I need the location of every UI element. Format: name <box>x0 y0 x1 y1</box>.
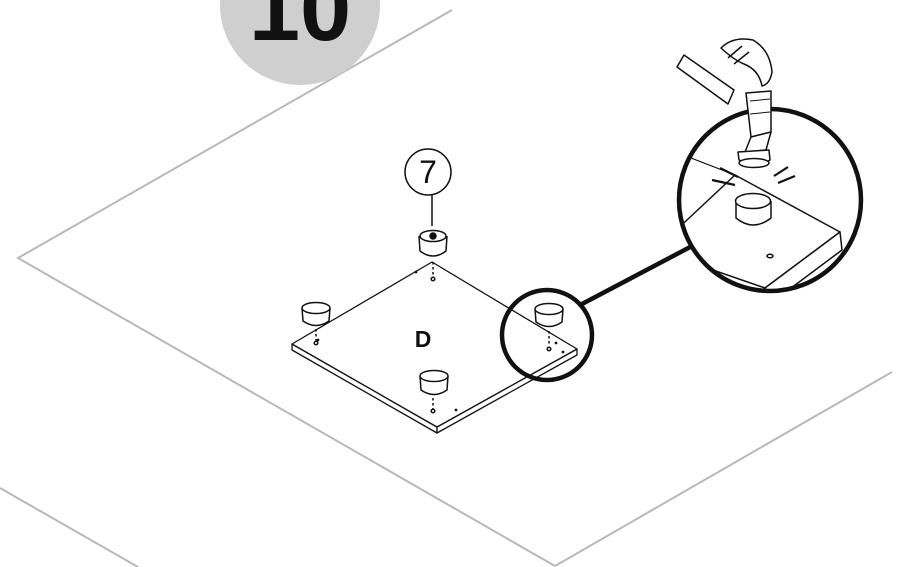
step-number-badge: 10 <box>220 0 380 85</box>
floor-outline <box>0 9 893 567</box>
bumper-foot-icon <box>419 369 449 414</box>
part-callout: 7 <box>404 148 452 226</box>
part-number: 7 <box>419 154 437 190</box>
magnifier-circle <box>676 106 864 294</box>
panel-label: D <box>415 326 432 352</box>
detail-connector <box>580 243 696 306</box>
bumper-foot-icon <box>534 302 564 352</box>
highlight-circle <box>499 287 595 383</box>
bumper-foot-icon <box>301 301 331 346</box>
panel-d <box>291 261 578 434</box>
step-number: 10 <box>249 0 351 60</box>
impact-lines <box>711 166 796 187</box>
bumper-foot-icon <box>418 229 448 282</box>
hammer-icon <box>676 38 773 169</box>
bumper-foot-detail <box>734 192 772 226</box>
